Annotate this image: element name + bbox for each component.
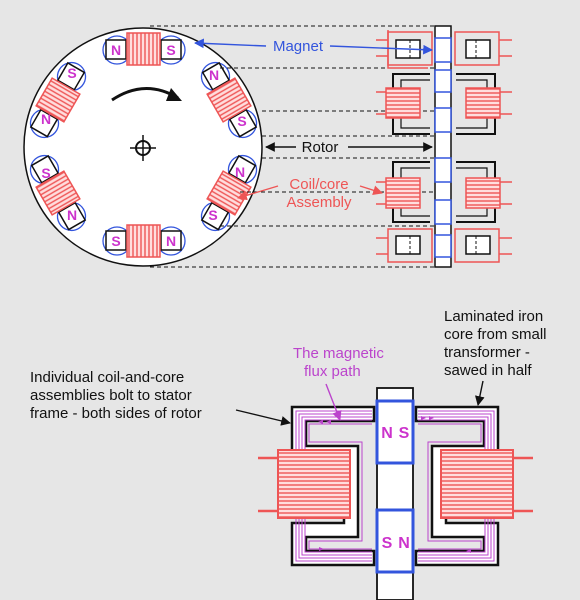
top-callouts: Magnet Rotor Coil/core Assembly (194, 38, 433, 211)
rotor-magnets (434, 37, 452, 258)
pole-label-n: N (67, 207, 77, 223)
pole-label-s: S (111, 233, 120, 249)
magnet-label: Magnet (273, 38, 324, 55)
stator-note-line2: assemblies bolt to stator (30, 387, 192, 404)
pole-label-s: S (67, 65, 76, 81)
pole-label-n: N (166, 233, 176, 249)
left-coil (258, 449, 351, 519)
coil-assembly-lower-left (29, 154, 87, 232)
lower-rotor-magnet (375, 508, 415, 574)
side-coil-right-lower (456, 161, 512, 223)
side-core-right-top (454, 31, 512, 66)
stator-note-line3: frame - both sides of rotor (30, 405, 202, 422)
side-coil-right-upper (456, 73, 512, 135)
pole-label-s: S (41, 165, 50, 181)
pole-label-s: S (237, 113, 246, 129)
upper-magnet-pole-n: N (381, 425, 393, 442)
flux-note-line2: flux path (304, 363, 361, 380)
coil-label-line2: Assembly (286, 194, 352, 211)
core-note-line3: transformer - (444, 344, 530, 361)
coil-assembly-upper-left (29, 61, 87, 139)
core-note-line1: Laminated iron (444, 308, 543, 325)
flux-path-detail: N S S N (258, 387, 533, 600)
stator-note-line1: Individual coil-and-core (30, 369, 184, 386)
coil-assembly-top: N S (102, 32, 186, 66)
pole-label-n: N (235, 164, 245, 180)
flux-arrowheads (318, 416, 471, 553)
guide-lines (150, 25, 438, 268)
pole-label-n: N (209, 67, 219, 83)
rotor-side-view (376, 25, 512, 268)
rotor-label: Rotor (302, 139, 339, 156)
coil-assembly-bottom: S N (102, 224, 186, 258)
center-shaft-icon (130, 135, 156, 161)
bottom-callouts: Individual coil-and-core assemblies bolt… (30, 308, 547, 426)
coil-assembly-upper-right (200, 61, 258, 139)
side-coil-left-upper (376, 73, 430, 135)
rotor-disk-view: N S S N S N (23, 27, 263, 267)
side-core-right-bottom (454, 228, 512, 263)
pole-label-s: S (208, 207, 217, 223)
side-coil-left-lower (376, 161, 430, 223)
side-core-left-bottom (376, 228, 433, 263)
lower-magnet-pole-n: N (398, 535, 410, 552)
upper-rotor-magnet (375, 399, 415, 465)
flux-note-line1: The magnetic (293, 345, 384, 362)
pole-label-n: N (111, 42, 121, 58)
core-note-line2: core from small (444, 326, 547, 343)
core-note-line4: sawed in half (444, 362, 532, 379)
coil-assembly-lower-right (200, 154, 258, 232)
lower-magnet-pole-s: S (382, 535, 393, 552)
right-coil (440, 449, 533, 519)
coil-label-line1: Coil/core (289, 176, 348, 193)
pole-label-n: N (41, 111, 51, 127)
upper-magnet-pole-s: S (399, 425, 410, 442)
pole-label-s: S (166, 42, 175, 58)
